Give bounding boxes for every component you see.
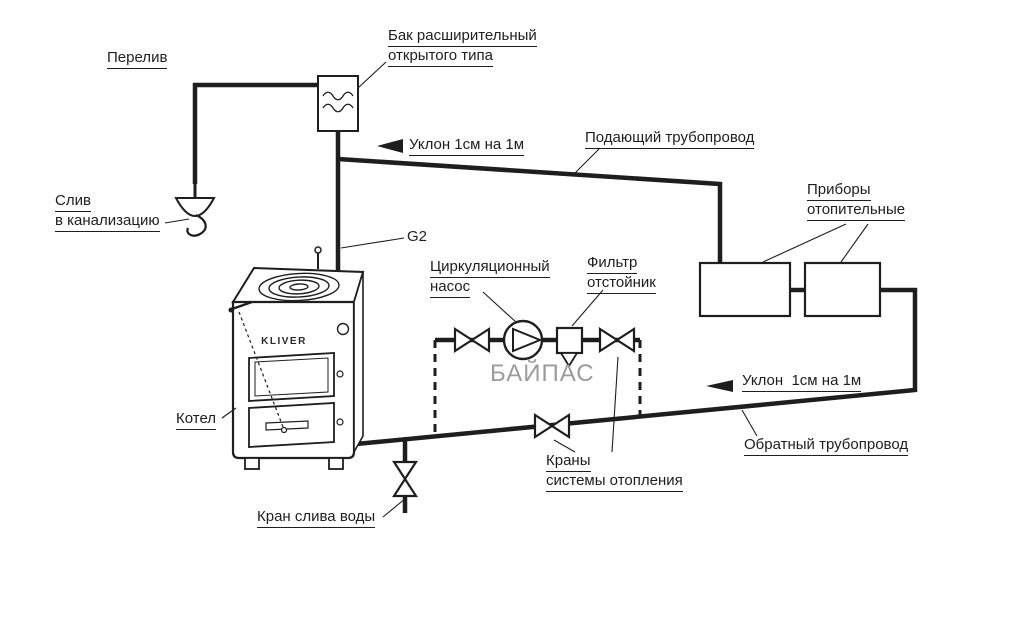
pipe-size-label: G2 [407, 228, 428, 245]
pump-label: Циркуляционный насос [430, 258, 550, 298]
supply-pipe-line [337, 156, 723, 263]
overflow-label: Перелив [107, 49, 168, 69]
leader-drain-valve [382, 497, 407, 518]
slope-bottom-label: Уклон 1см на 1м [742, 372, 862, 392]
slope-arrow-return [706, 380, 733, 392]
boiler-regulator-pin [314, 246, 322, 269]
radiator-2 [803, 261, 882, 318]
leader-tank [357, 61, 387, 89]
boiler-thermometer [336, 322, 350, 336]
supply-pipe-label: Подающий трубопровод [585, 129, 755, 149]
valve-3-bypass [533, 412, 571, 440]
leader-boiler [221, 407, 237, 419]
leader-sewer [164, 218, 190, 224]
boiler-chain-regulator [228, 300, 288, 434]
expansion-tank [317, 75, 359, 132]
tank-water-wave [322, 91, 354, 101]
sewer-funnel [174, 184, 216, 237]
leader-return [741, 409, 758, 437]
leader-g2 [340, 237, 405, 249]
leader-pump [482, 291, 518, 324]
boiler-label: Котел [176, 410, 217, 430]
radiator-1 [698, 261, 792, 318]
boiler-lower-door [248, 402, 344, 448]
boiler-drawing: KLIVER [228, 246, 365, 470]
return-pipe-line [355, 287, 918, 447]
valve-2 [598, 326, 636, 354]
leader-heaters-1 [762, 223, 847, 263]
slope-arrow-supply [377, 139, 403, 153]
leader-valves-2 [611, 356, 619, 453]
tank-water-wave [322, 103, 354, 113]
pump-symbol [502, 319, 544, 361]
leader-valves-1 [553, 439, 576, 453]
heaters-label: Приборы отопительные [807, 181, 906, 221]
return-pipe-label: Обратный трубопровод [744, 436, 909, 456]
leader-lines [164, 61, 869, 518]
system-valves-label: Краны системы отопления [546, 452, 683, 492]
boiler-leg-left [244, 457, 260, 470]
bypass-label: БАЙПАС [490, 360, 595, 387]
boiler-leg-right [328, 457, 344, 470]
drain-valve-label: Кран слива воды [257, 508, 376, 528]
valve-1 [453, 326, 491, 354]
boiler-cook-plate [258, 272, 340, 302]
filter-label: Фильтр отстойник [587, 254, 656, 294]
boiler-side-panel [353, 271, 364, 456]
boiler-brand-label: KLIVER [261, 336, 307, 347]
leader-supply [572, 147, 601, 176]
drain-valve-symbol [391, 460, 419, 498]
slope-top-label: Уклон 1см на 1м [409, 136, 525, 156]
sewer-label: Слив в канализацию [55, 192, 160, 232]
expansion-tank-label: Бак расширительный открытого типа [388, 27, 537, 67]
boiler-upper-door [248, 352, 344, 402]
leader-filter [571, 289, 604, 327]
leader-heaters-2 [840, 223, 869, 263]
filter-symbol [555, 326, 584, 368]
